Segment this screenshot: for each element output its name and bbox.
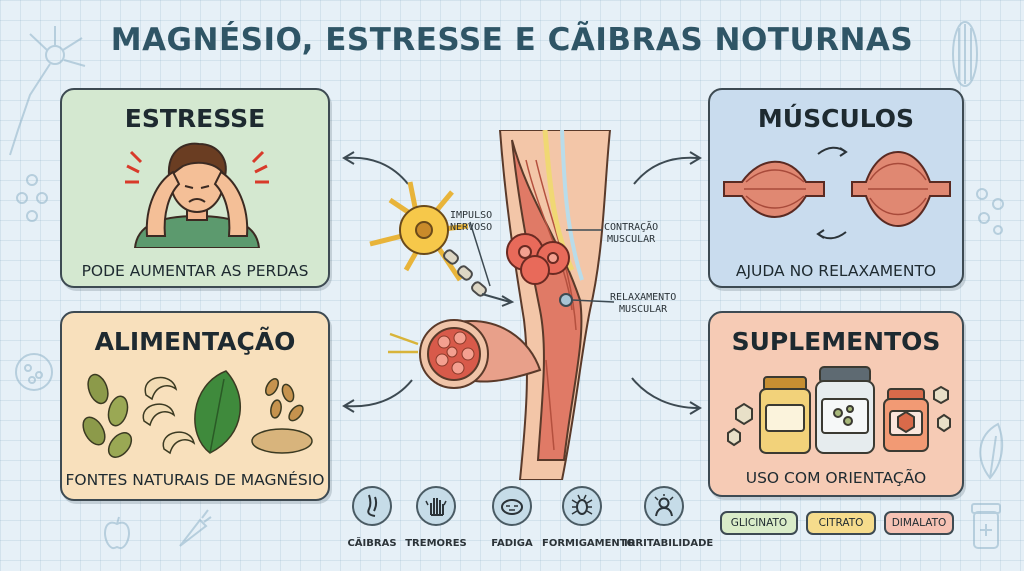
- citrato-pill: CITRATO: [806, 511, 876, 535]
- food-card-title: ALIMENTAÇÃO: [94, 327, 296, 356]
- stress-card: ESTRESSE PODE AUMENTAR AS PERDAS: [60, 88, 330, 288]
- symptom-item: CÃIBRAS: [332, 486, 412, 549]
- muscle-contraction-label: CONTRAÇÃO MUSCULAR: [604, 222, 659, 245]
- tingling-bug-icon: [562, 486, 602, 526]
- symptom-label: FADIGA: [491, 538, 533, 549]
- shaking-hand-icon: [416, 486, 456, 526]
- leg-muscle-nerve-illustration: [369, 130, 615, 480]
- symptom-label: IRRITABILIDADE: [624, 538, 714, 549]
- neuron-decoration-icon: [9, 26, 86, 156]
- dimalato-pill: DIMALATO: [884, 511, 954, 535]
- glicinato-pill: GLICINATO: [720, 511, 798, 535]
- supplements-card-title: SUPLEMENTOS: [731, 327, 941, 356]
- irritated-person-icon: [644, 486, 684, 526]
- stress-card-caption: PODE AUMENTAR AS PERDAS: [81, 262, 309, 280]
- tired-face-icon: [492, 486, 532, 526]
- apple-decoration-icon: [104, 516, 130, 550]
- muscle-contract-relax-icon: [723, 146, 951, 240]
- symptom-item: TREMORES: [396, 486, 476, 549]
- symptom-label: FORMIGAMENTO: [542, 538, 636, 549]
- leaf-decoration-icon: [979, 422, 1004, 480]
- pill-bottle-decoration-icon: [971, 503, 1001, 549]
- food-card-caption: FONTES NATURAIS DE MAGNÉSIO: [65, 471, 325, 489]
- symptom-item: FADIGA: [472, 486, 552, 549]
- symptom-label: CÃIBRAS: [347, 538, 397, 549]
- muscle-card: MÚSCULOS AJUDA NO RELAXAMENTO: [708, 88, 964, 288]
- cell-decoration-icon: [15, 353, 53, 391]
- nerve-impulse-label: IMPULSO NERVOSO: [450, 210, 493, 233]
- food-card: ALIMENTAÇÃO FONTES NATURAIS DE MAGNÉSIO: [60, 311, 330, 501]
- stressed-person-icon: [125, 142, 269, 248]
- supplement-bottles-icon: [727, 366, 951, 454]
- leg-cramp-icon: [352, 486, 392, 526]
- muscle-card-caption: AJUDA NO RELAXAMENTO: [735, 262, 937, 280]
- symptom-label: TREMORES: [405, 538, 467, 549]
- muscle-card-title: MÚSCULOS: [757, 104, 915, 133]
- supplements-card-caption: USO COM ORIENTAÇÃO: [745, 469, 927, 487]
- supplements-card: SUPLEMENTOS USO COM ORIENTAÇÃO: [708, 311, 964, 497]
- dna-decoration-icon: [976, 188, 1004, 235]
- molecule-decoration-icon: [16, 174, 48, 222]
- symptom-item: IRRITABILIDADE: [624, 486, 714, 549]
- magnesium-foods-icon: [82, 370, 313, 458]
- muscle-decoration-icon: [952, 21, 978, 87]
- stress-card-title: ESTRESSE: [124, 104, 266, 133]
- symptom-item: FORMIGAMENTO: [542, 486, 636, 549]
- carrot-decoration-icon: [179, 509, 212, 547]
- page-title: MAGNÉSIO, ESTRESSE E CÃIBRAS NOTURNAS: [110, 22, 914, 58]
- muscle-relaxation-label: RELAXAMENTO MUSCULAR: [610, 292, 677, 315]
